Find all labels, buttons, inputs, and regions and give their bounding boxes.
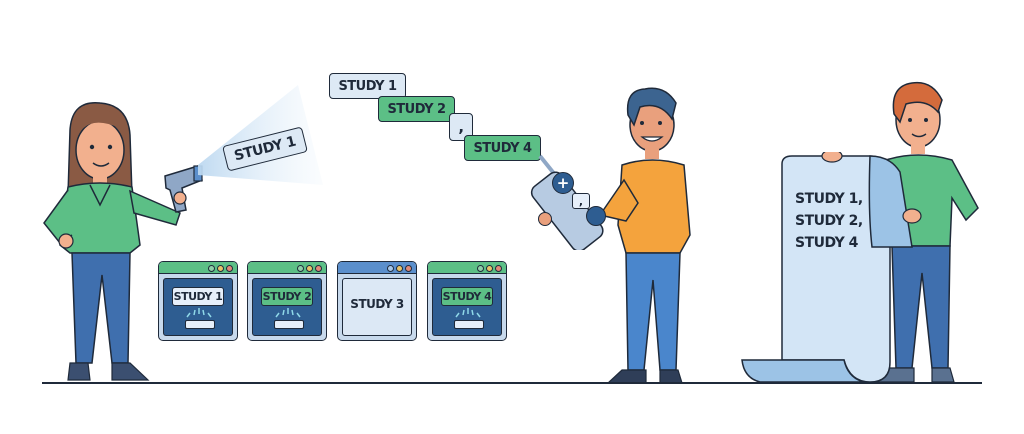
scroll-line: STUDY 1,	[795, 191, 863, 207]
scanner-reader-icon	[185, 320, 215, 329]
woman-scanner-figure	[30, 95, 200, 385]
window-dot-icon	[306, 264, 313, 272]
study-label: STUDY 3	[350, 297, 404, 311]
ground-line	[42, 382, 982, 384]
window-dot-icon	[315, 264, 322, 272]
scan-rays-icon	[186, 308, 212, 318]
study-window-2[interactable]: STUDY 2	[247, 261, 327, 341]
scroll-line: STUDY 2,	[795, 213, 863, 229]
study-window-3[interactable]: STUDY 3	[337, 261, 417, 341]
chain-item-study-2: STUDY 2	[378, 96, 455, 122]
window-body: STUDY 2	[252, 278, 322, 336]
scanner-reader-icon	[454, 320, 484, 329]
result-scroll	[740, 149, 925, 384]
hand-icon	[538, 212, 552, 226]
window-body: STUDY 1	[163, 278, 233, 336]
window-titlebar	[248, 262, 326, 274]
window-dot-icon	[477, 264, 484, 272]
enter-button[interactable]	[586, 206, 606, 226]
study-window-1[interactable]: STUDY 1	[158, 261, 238, 341]
chain-item-comma: ,	[449, 113, 473, 141]
scroll-line: STUDY 4	[795, 235, 858, 251]
window-dot-icon	[208, 264, 215, 272]
remote-control[interactable]: + ,	[528, 150, 623, 252]
woman-illustration	[43, 102, 181, 381]
chain-item-study-1: STUDY 1	[329, 73, 406, 99]
study-label: STUDY 4	[441, 287, 493, 306]
plus-button[interactable]: +	[552, 172, 574, 194]
scanner-reader-icon	[274, 320, 304, 329]
study-label: STUDY 2	[261, 287, 313, 306]
man-remote-figure	[530, 85, 700, 385]
scroll-result-text: STUDY 1, STUDY 2, STUDY 4	[795, 188, 863, 254]
comma-button[interactable]: ,	[572, 193, 590, 209]
window-dot-icon	[226, 264, 233, 272]
window-dot-icon	[387, 264, 394, 272]
window-body: STUDY 4	[432, 278, 502, 336]
scan-rays-icon	[275, 308, 301, 318]
study-label: STUDY 1	[172, 287, 224, 306]
window-dot-icon	[297, 264, 304, 272]
window-titlebar	[428, 262, 506, 274]
window-dot-icon	[396, 264, 403, 272]
window-titlebar	[338, 262, 416, 274]
man-illustration	[598, 87, 691, 384]
window-dot-icon	[486, 264, 493, 272]
scan-rays-icon	[455, 308, 481, 318]
window-dot-icon	[495, 264, 502, 272]
window-dot-icon	[217, 264, 224, 272]
study-window-4[interactable]: STUDY 4	[427, 261, 507, 341]
man-scroll-figure	[860, 78, 990, 388]
window-dot-icon	[405, 264, 412, 272]
man-scroll-illustration	[874, 81, 979, 383]
window-body: STUDY 3	[342, 278, 412, 336]
window-titlebar	[159, 262, 237, 274]
chain-item-study-4: STUDY 4	[464, 135, 541, 161]
